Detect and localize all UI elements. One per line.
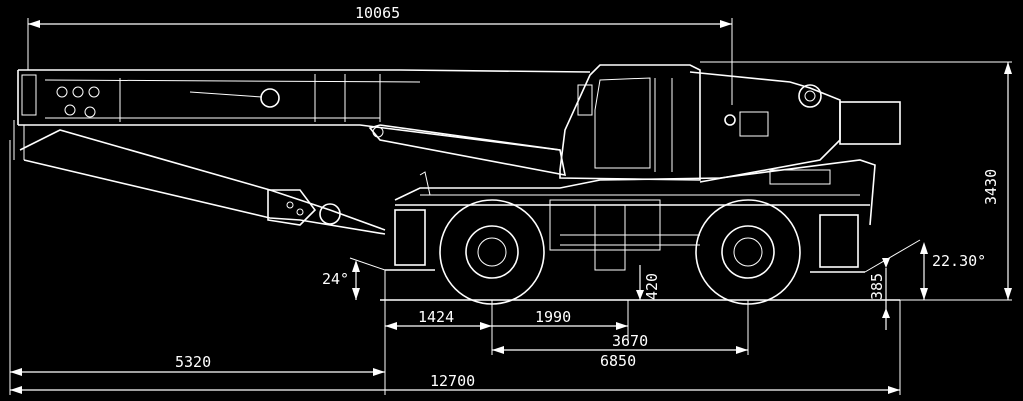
cab — [559, 64, 701, 181]
chassis — [394, 159, 876, 271]
dim-axle-to-center-label: 1990 — [535, 308, 571, 326]
outriggers — [385, 209, 865, 273]
departure-angle: 22.30° — [864, 239, 986, 300]
dim-center-to-rear-label: 3670 — [612, 332, 648, 350]
dim-front-overhang: 1424 — [385, 308, 492, 330]
dim-center-to-rear: 3670 — [492, 332, 748, 354]
departure-angle-label: 22.30° — [932, 252, 986, 270]
approach-angle-label: 24° — [322, 270, 349, 288]
dim-axle-to-center: 1990 — [492, 308, 628, 330]
dim-ground-clearance: 420 — [636, 265, 661, 300]
dim-overall-length: 12700 — [10, 372, 900, 394]
dim-boom-overhang-label: 5320 — [175, 353, 211, 371]
dim-front-overhang-label: 1424 — [418, 308, 454, 326]
dim-height-label: 3430 — [982, 169, 1000, 205]
lift-cylinder — [368, 124, 567, 177]
dim-height: 3430 — [700, 61, 1012, 301]
dim-rear-clearance: 385 — [868, 258, 890, 330]
hook-line — [19, 129, 386, 235]
dim-ground-clearance-label: 420 — [643, 273, 661, 300]
boom — [13, 69, 591, 160]
superstructure — [689, 71, 901, 183]
rear-wheel — [695, 199, 801, 305]
dim-wheelbase-label: 6850 — [600, 352, 636, 370]
dim-rear-clearance-label: 385 — [868, 273, 886, 300]
dim-boom-overhang: 5320 — [10, 353, 385, 376]
dim-boom-reach-label: 10065 — [355, 4, 400, 22]
front-wheel — [439, 199, 545, 305]
approach-angle: 24° — [322, 257, 386, 300]
dim-overall-length-label: 12700 — [430, 372, 475, 390]
